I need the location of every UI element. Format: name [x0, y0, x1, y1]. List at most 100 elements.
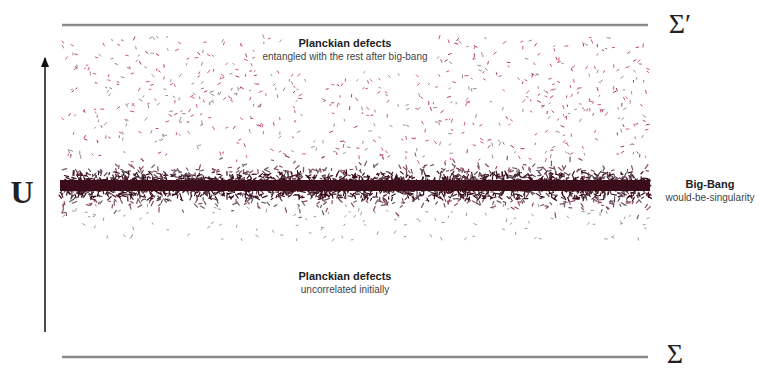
defect-mark — [200, 206, 204, 208]
defect-mark — [550, 203, 552, 205]
defect-mark — [506, 156, 507, 159]
defect-mark — [252, 174, 256, 175]
defect-mark — [599, 199, 604, 201]
time-arrow — [44, 58, 46, 332]
defect-mark — [497, 201, 501, 203]
defect-mark — [323, 156, 325, 157]
defect-mark — [359, 163, 361, 165]
defect-mark — [237, 193, 241, 194]
defect-mark — [236, 194, 238, 198]
defect-mark — [172, 194, 176, 196]
defect-mark — [460, 167, 462, 169]
defect-mark — [363, 173, 365, 175]
defect-mark — [648, 192, 649, 195]
defect-mark — [348, 195, 353, 197]
defect-mark — [196, 195, 198, 197]
defect-mark — [141, 200, 142, 201]
defect-mark — [431, 165, 434, 166]
defect-mark — [611, 177, 615, 180]
defect-mark — [574, 195, 575, 197]
defect-mark — [503, 201, 505, 203]
defect-mark — [639, 200, 641, 203]
defect-mark — [382, 157, 384, 159]
defect-mark — [271, 159, 273, 161]
defect-mark — [313, 175, 315, 178]
defect-mark — [163, 192, 165, 195]
defect-mark — [257, 203, 259, 208]
defect-mark — [306, 175, 309, 176]
defect-mark — [251, 199, 253, 203]
defect-mark — [199, 203, 202, 205]
defect-mark — [100, 201, 102, 204]
defect-mark — [601, 177, 604, 179]
defect-mark — [421, 203, 423, 207]
defect-mark — [598, 201, 601, 202]
defect-mark — [70, 200, 73, 202]
defect-mark — [614, 175, 615, 178]
defect-mark — [170, 174, 175, 175]
defect-mark — [529, 167, 531, 170]
defect-mark — [242, 164, 244, 166]
defect-mark — [141, 159, 143, 161]
defect-mark — [366, 201, 368, 203]
defect-mark — [325, 194, 329, 197]
defect-mark — [453, 198, 455, 199]
defect-mark — [449, 196, 451, 198]
defect-mark — [516, 170, 518, 173]
defect-mark — [331, 201, 332, 204]
defect-mark — [264, 175, 266, 176]
defect-mark — [468, 194, 473, 195]
defect-mark — [237, 167, 239, 169]
defect-mark — [300, 175, 302, 177]
defect-mark — [265, 177, 270, 179]
defect-mark — [388, 197, 389, 199]
defect-mark — [455, 204, 458, 206]
defect-mark — [492, 173, 496, 176]
defect-mark — [518, 169, 519, 171]
defect-mark — [62, 210, 63, 213]
defect-mark — [325, 198, 330, 200]
defect-mark — [602, 169, 604, 171]
defect-mark — [600, 193, 602, 196]
defect-mark — [545, 205, 548, 206]
defect-mark — [493, 201, 494, 204]
defect-mark — [583, 176, 584, 179]
defect-mark — [518, 172, 520, 175]
defect-mark — [344, 194, 346, 198]
defect-mark — [492, 177, 493, 180]
defect-mark — [80, 173, 82, 174]
defect-mark — [560, 203, 563, 205]
defect-mark — [613, 205, 614, 207]
defect-mark — [324, 202, 327, 204]
defect-mark — [434, 191, 437, 194]
defect-mark — [601, 210, 603, 212]
defect-mark — [637, 215, 638, 218]
defect-mark — [340, 176, 342, 177]
defect-mark — [495, 194, 497, 197]
defect-mark — [559, 174, 561, 176]
defect-mark — [137, 192, 139, 196]
defect-mark — [562, 193, 564, 197]
defect-mark — [350, 169, 353, 171]
defect-mark — [134, 193, 135, 195]
defect-mark — [439, 190, 440, 195]
defect-mark — [285, 208, 286, 213]
defect-mark — [357, 175, 360, 176]
defect-mark — [330, 175, 333, 177]
defect-mark — [107, 192, 111, 194]
defect-mark — [293, 174, 296, 176]
defect-mark — [199, 192, 200, 195]
defect-mark — [319, 191, 321, 193]
defect-mark — [136, 176, 140, 178]
defect-mark — [240, 171, 242, 172]
defect-mark — [465, 198, 467, 201]
defect-mark — [524, 193, 525, 198]
defect-mark — [346, 170, 348, 175]
defect-mark — [400, 172, 403, 174]
defect-mark — [329, 177, 330, 180]
defect-mark — [373, 206, 375, 210]
defect-mark — [67, 191, 70, 194]
defect-mark — [299, 209, 301, 212]
defect-mark — [66, 213, 67, 216]
